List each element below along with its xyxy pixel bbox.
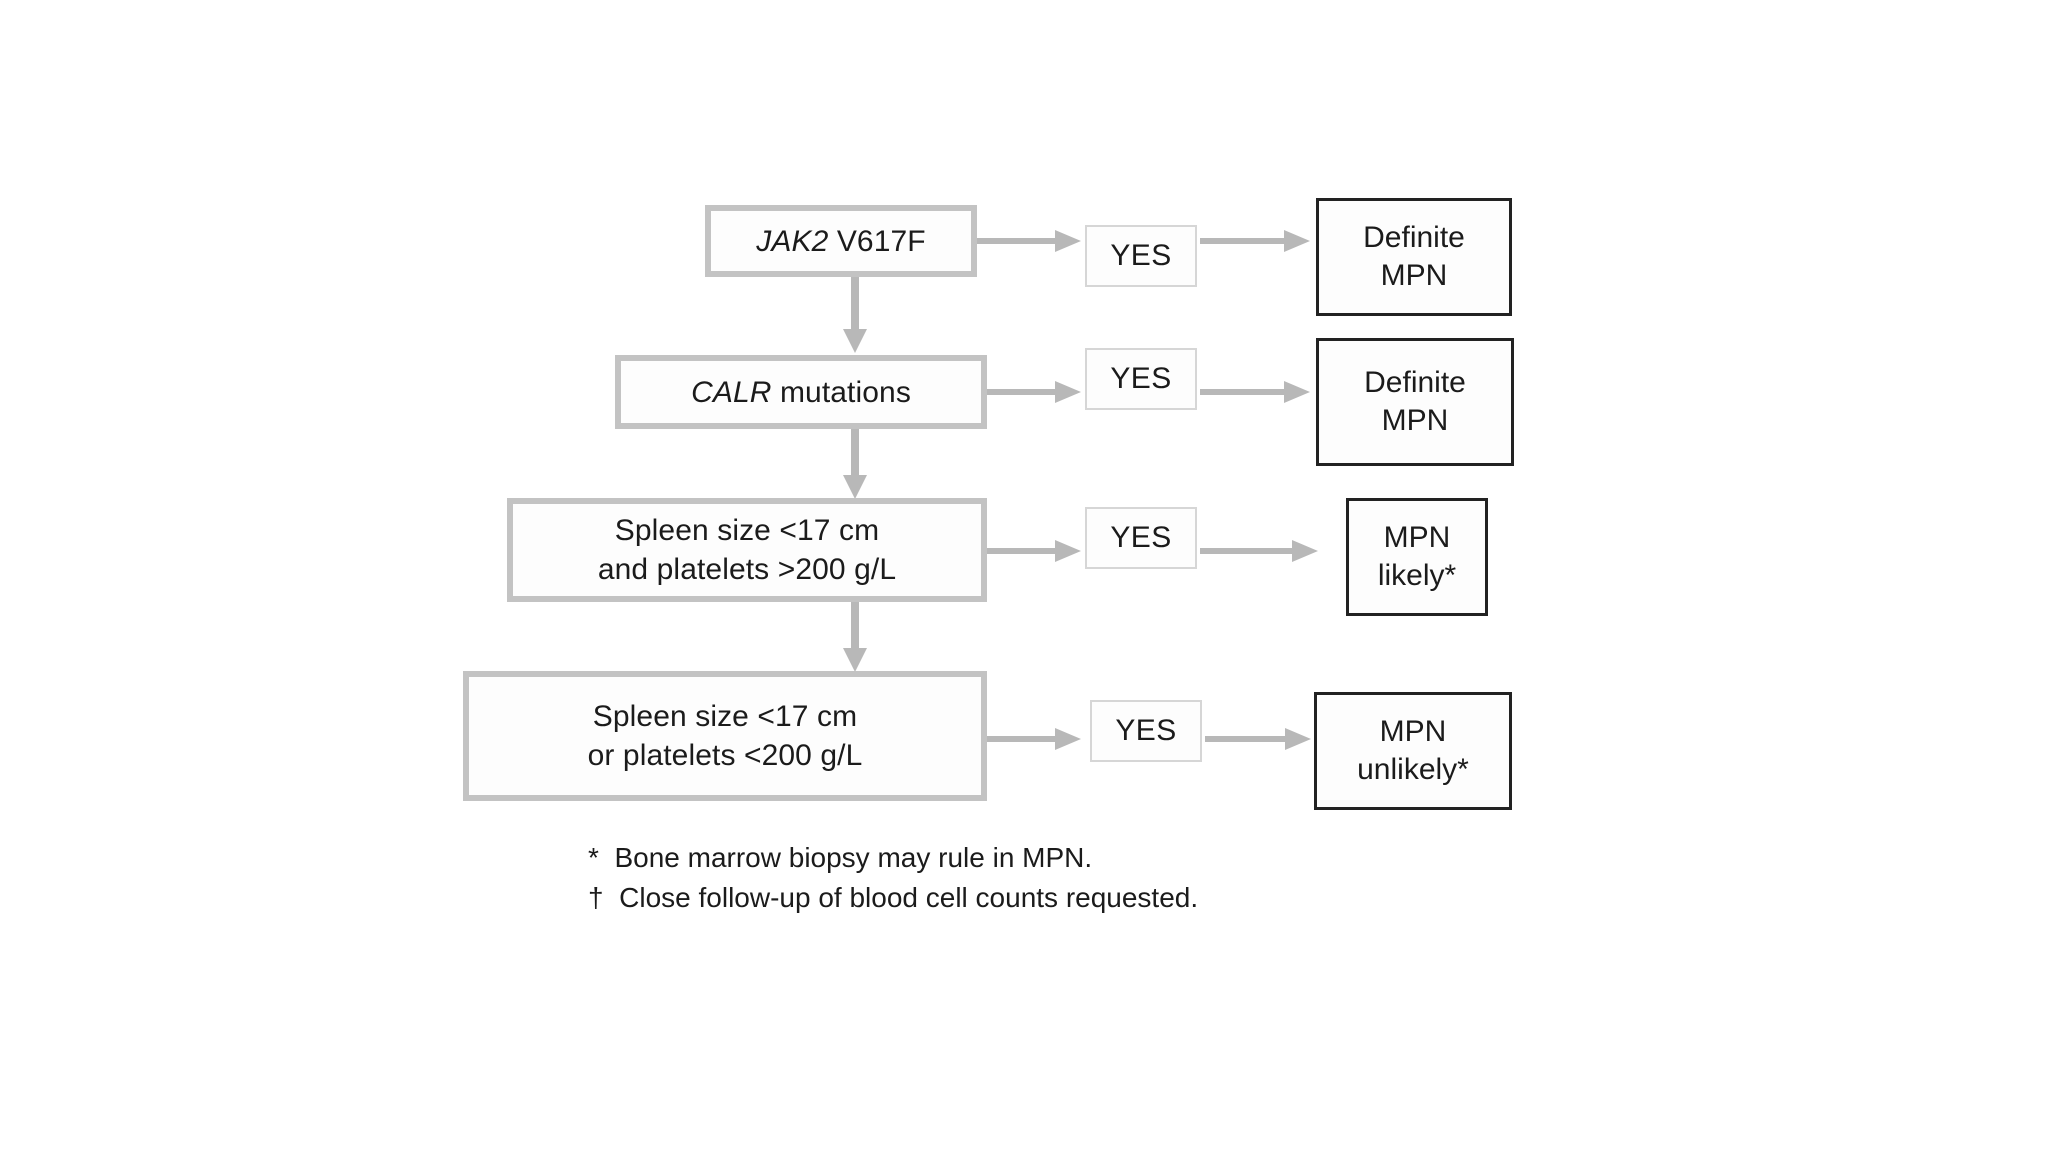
- arrow-spleen-or-to-yes: [987, 728, 1081, 750]
- arrow-spleen-and-to-spleen-or: [843, 602, 867, 672]
- arrow-yes-to-outcome-row-2: [1200, 381, 1310, 403]
- decision-box-spleen-or[interactable]: Spleen size <17 cm or platelets <200 g/L: [463, 671, 987, 801]
- arrow-spleen-and-to-yes: [987, 540, 1081, 562]
- arrow-yes-to-outcome-row-1: [1200, 230, 1310, 252]
- yes-box-row-1-label: YES: [1110, 239, 1172, 272]
- decision-box-calr-suffix: mutations: [771, 375, 911, 409]
- outcome-box-row-4[interactable]: MPN unlikely*: [1314, 692, 1512, 810]
- footnotes: * Bone marrow biopsy may rule in MPN. † …: [588, 838, 1488, 918]
- footnote-dagger: † Close follow-up of blood cell counts r…: [588, 881, 1199, 913]
- outcome-box-row-2[interactable]: Definite MPN: [1316, 338, 1514, 466]
- yes-box-row-3-label: YES: [1110, 521, 1172, 554]
- outcome-box-row-2-label: Definite MPN: [1364, 365, 1466, 437]
- yes-box-row-4[interactable]: YES: [1090, 700, 1202, 762]
- decision-box-spleen-or-label: Spleen size <17 cm or platelets <200 g/L: [587, 700, 863, 772]
- yes-box-row-2-label: YES: [1110, 362, 1172, 395]
- decision-box-jak2-suffix: V617F: [828, 224, 926, 258]
- outcome-box-row-3[interactable]: MPN likely*: [1346, 498, 1488, 616]
- arrow-jak2-to-calr: [843, 277, 867, 353]
- outcome-box-row-4-label: MPN unlikely*: [1357, 714, 1469, 786]
- decision-box-calr-label: CALR mutations: [691, 373, 911, 412]
- arrow-yes-to-outcome-row-3: [1200, 540, 1318, 562]
- decision-box-calr[interactable]: CALR mutations: [615, 355, 987, 429]
- outcome-box-row-3-label: MPN likely*: [1377, 520, 1457, 592]
- decision-box-spleen-and-label: Spleen size <17 cm and platelets >200 g/…: [597, 514, 897, 586]
- decision-box-spleen-and[interactable]: Spleen size <17 cm and platelets >200 g/…: [507, 498, 987, 602]
- yes-box-row-4-label: YES: [1115, 714, 1177, 747]
- decision-box-jak2[interactable]: JAK2 V617F: [705, 205, 977, 277]
- yes-box-row-1[interactable]: YES: [1085, 225, 1197, 287]
- outcome-box-row-1-label: Definite MPN: [1363, 220, 1465, 292]
- arrow-yes-to-outcome-row-4: [1205, 728, 1311, 750]
- gene-name-calr: CALR: [691, 375, 772, 409]
- arrow-calr-to-spleen-and: [843, 429, 867, 499]
- arrow-calr-to-yes: [987, 381, 1081, 403]
- yes-box-row-2[interactable]: YES: [1085, 348, 1197, 410]
- yes-box-row-3[interactable]: YES: [1085, 507, 1197, 569]
- footnote-asterisk: * Bone marrow biopsy may rule in MPN.: [588, 842, 1093, 873]
- outcome-box-row-1[interactable]: Definite MPN: [1316, 198, 1512, 316]
- decision-box-jak2-label: JAK2 V617F: [756, 222, 925, 261]
- gene-name-jak2: JAK2: [756, 224, 829, 258]
- arrow-jak2-to-yes: [977, 230, 1081, 252]
